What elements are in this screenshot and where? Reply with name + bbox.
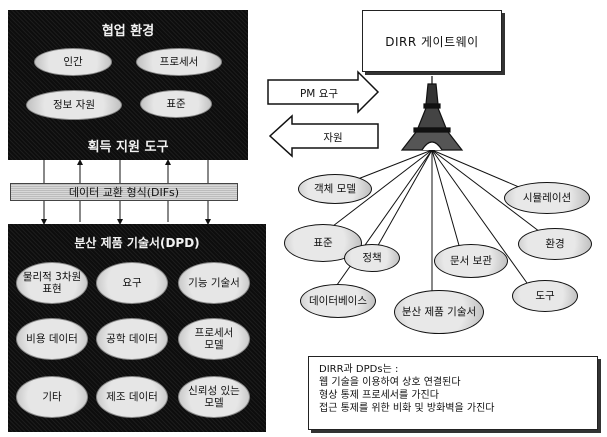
spoke-line <box>371 149 433 257</box>
dif-bar: 데이터 교환 형식(DIFs) <box>10 183 238 201</box>
dpd-item-label: 프로세서 <box>194 327 234 339</box>
environment-title: 협업 환경 <box>101 24 155 39</box>
dpd-item: 제조 데이터 <box>96 376 168 418</box>
dpd-item: 비용 데이터 <box>16 318 88 360</box>
env-item-processor: 프로세서 <box>136 48 222 76</box>
satellite-object-model: 객체 모델 <box>298 174 372 204</box>
dpd-item-label: 공학 데이터 <box>106 333 158 345</box>
env-item-standard: 표준 <box>140 90 212 118</box>
environment-panel: 협업 환경 인간 프로세서 정보 자원 표준 획득 지원 도구 <box>8 10 248 160</box>
note-line: 웹 기술을 이용하여 상호 연결된다 <box>319 377 461 388</box>
dpd-item: 기능 기술서 <box>178 262 250 304</box>
resource-label: 자원 <box>323 132 343 144</box>
spoke-line <box>331 149 433 293</box>
dpd-item-label: 요구 <box>122 277 142 289</box>
spoke-line <box>431 149 549 239</box>
spoke-line <box>431 149 533 291</box>
dpd-item-label: 모델 <box>204 339 224 351</box>
satellite-database: 데이터베이스 <box>300 284 376 318</box>
spoke-line <box>319 149 433 237</box>
eiffel-tower-icon <box>400 76 464 151</box>
dpd-item: 기타 <box>16 376 88 418</box>
dpd-item: 공학 데이터 <box>96 318 168 360</box>
dpd-item-label: 비용 데이터 <box>26 333 78 345</box>
resource-arrow <box>268 114 379 158</box>
env-item-human: 인간 <box>34 48 112 76</box>
note-line: 형상 통제 프로세서를 가진다 <box>319 390 439 401</box>
dpd-item-label: 물리적 3차원 <box>22 271 82 283</box>
dpd-item-label: 모델 <box>204 397 224 409</box>
gateway-box: DIRR 게이트웨이 <box>362 10 502 72</box>
satellite-dpd: 분산 제품 기술서 <box>394 290 484 334</box>
spoke-line <box>431 149 463 257</box>
dpd-item-label: 기능 기술서 <box>188 277 240 289</box>
dpd-item-label: 기타 <box>42 391 62 403</box>
satellite-simulation: 시뮬레이션 <box>504 182 590 214</box>
satellite-standard: 표준 <box>284 224 362 262</box>
note-box: DIRR과 DPDs는 : 웹 기술을 이용하여 상호 연결된다 형상 통제 프… <box>308 356 598 430</box>
satellite-tools: 도구 <box>512 280 578 312</box>
dpd-item-label: 표현 <box>42 283 62 295</box>
note-line: DIRR과 DPDs는 : <box>319 364 399 375</box>
dpd-item: 요구 <box>96 262 168 304</box>
satellite-archive: 문서 보관 <box>434 244 508 278</box>
note-line: 접근 통제를 위한 비화 및 방화벽을 가진다 <box>319 403 495 414</box>
dpd-title: 분산 제품 기술서(DPD) <box>74 236 200 250</box>
pm-request-label: PM 요구 <box>299 88 339 100</box>
satellite-policy: 정책 <box>344 244 400 272</box>
satellite-environment: 환경 <box>518 228 592 260</box>
env-item-info-resource: 정보 자원 <box>26 90 122 120</box>
environment-footer: 획득 지원 도구 <box>87 140 169 155</box>
dpd-item-label: 신뢰성 있는 <box>188 385 240 397</box>
pm-request-arrow <box>267 70 380 114</box>
dpd-item-label: 제조 데이터 <box>106 391 158 403</box>
